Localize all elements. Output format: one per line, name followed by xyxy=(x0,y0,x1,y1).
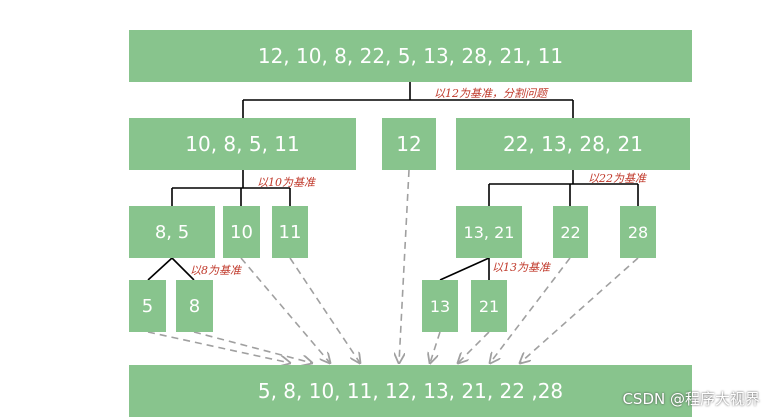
connector-85-to-8 xyxy=(171,257,195,281)
arrow-13 xyxy=(430,331,441,363)
arrow-10 xyxy=(240,257,330,363)
arrow-11 xyxy=(289,257,360,363)
node-21: 21 xyxy=(471,280,507,332)
root-array-node: 12, 10, 8, 22, 5, 13, 28, 21, 11 xyxy=(129,30,692,82)
node-11: 11 xyxy=(272,206,308,258)
left-partition-node: 10, 8, 5, 11 xyxy=(129,118,356,170)
arrow-21 xyxy=(458,331,490,363)
arrow-12 xyxy=(399,169,410,363)
sorted-result-node: 5, 8, 10, 11, 12, 13, 21, 22 ,28 xyxy=(129,365,692,417)
node-8: 8 xyxy=(176,280,213,332)
split-connectors xyxy=(147,82,639,281)
arrow-28 xyxy=(520,257,639,363)
connector-85-to-5 xyxy=(147,257,173,281)
node-10: 10 xyxy=(223,206,260,258)
connector-1321-to-13 xyxy=(439,257,490,281)
node-8-5: 8, 5 xyxy=(129,206,215,258)
node-28: 28 xyxy=(620,206,656,258)
node-22: 22 xyxy=(553,206,588,258)
node-13-21: 13, 21 xyxy=(456,206,522,258)
pivot-10-label: 以10为基准 xyxy=(257,176,315,189)
pivot-12-node: 12 xyxy=(382,118,436,170)
pivot-8-label: 以8为基准 xyxy=(190,264,241,277)
arrow-5 xyxy=(147,331,290,363)
pivot-12-label: 以12为基准，分割问题 xyxy=(434,87,547,100)
right-partition-node: 22, 13, 28, 21 xyxy=(456,118,690,170)
node-5: 5 xyxy=(129,280,166,332)
csdn-watermark: CSDN @程序大视界 xyxy=(622,390,760,408)
merge-arrows xyxy=(147,169,639,363)
pivot-22-label: 以22为基准 xyxy=(588,172,646,185)
node-13: 13 xyxy=(422,280,458,332)
arrow-22 xyxy=(490,257,571,363)
arrow-8 xyxy=(193,331,312,363)
pivot-13-label: 以13为基准 xyxy=(492,261,550,274)
